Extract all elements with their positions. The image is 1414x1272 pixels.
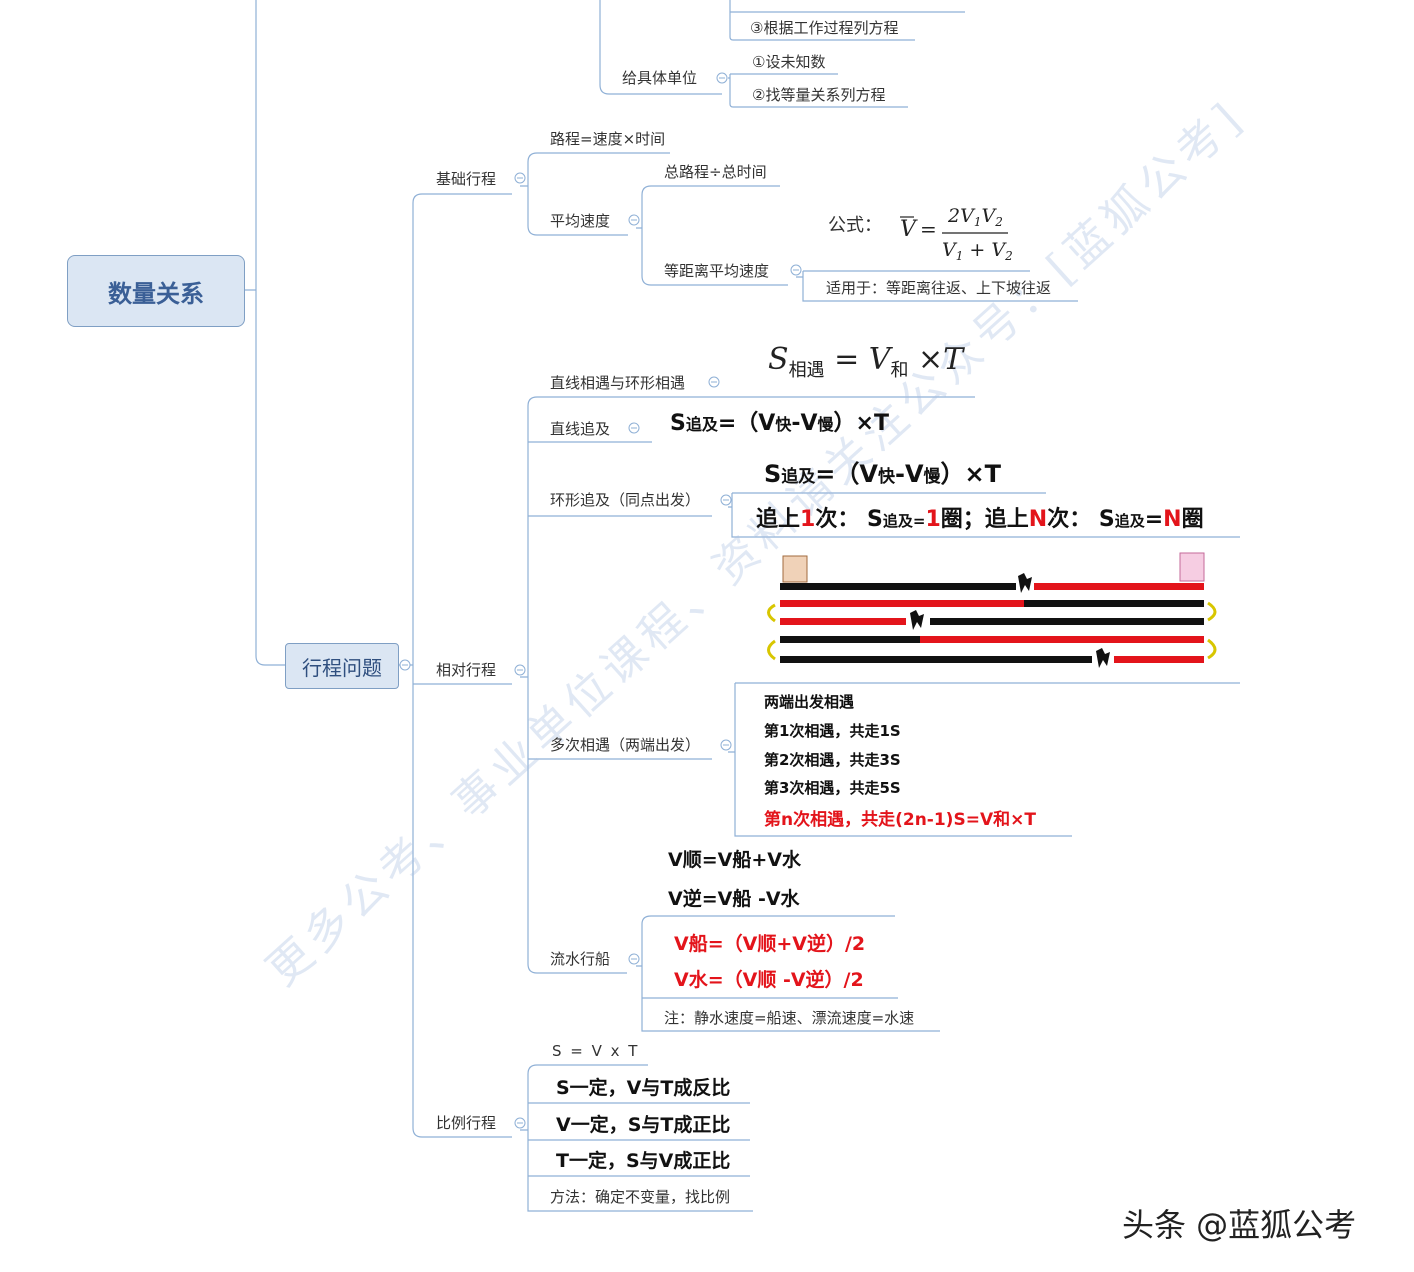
meet-formula: S相遇 = V和 ×T	[768, 342, 964, 381]
travel-node[interactable]: 行程问题	[285, 643, 399, 689]
stream-line: V逆=V船 -V水	[668, 888, 800, 910]
given-unit-node[interactable]: 给具体单位	[622, 69, 698, 87]
relative-node[interactable]: 相对行程	[436, 661, 497, 679]
chase-node[interactable]: 直线追及	[550, 420, 611, 438]
brand-label: 头条 @蓝狐公考	[1122, 1206, 1357, 1244]
multi-line: 第2次相遇，共走3S	[764, 751, 901, 769]
stream-line: V顺=V船+V水	[668, 849, 801, 871]
distance-node[interactable]: 路程=速度×时间	[550, 130, 666, 148]
stream-node[interactable]: 流水行船	[550, 950, 611, 968]
avg-total-node[interactable]: 总路程÷总时间	[664, 163, 767, 181]
formula-prefix: 公式：	[828, 215, 882, 236]
basic-node[interactable]: 基础行程	[436, 170, 497, 188]
equal-dist-node[interactable]: 等距离平均速度	[664, 262, 770, 280]
svg-text:=: =	[920, 217, 937, 241]
stream-red-line: V水=（V顺 -V逆）/2	[674, 969, 864, 991]
multi-line: 两端出发相遇	[764, 693, 855, 711]
stream-red-line: V船=（V顺+V逆）/2	[674, 933, 866, 955]
avg-speed-node[interactable]: 平均速度	[550, 212, 611, 230]
step3-node[interactable]: ③根据工作过程列方程	[750, 19, 899, 37]
meet-node[interactable]: 直线相遇与环形相遇	[550, 374, 686, 392]
ring-formula: S追及=（V快-V慢）×T	[764, 460, 1002, 488]
chase-formula: S追及=（V快-V慢）×T	[670, 411, 889, 436]
root-node[interactable]: 数量关系	[67, 255, 245, 327]
multi-node[interactable]: 多次相遇（两端出发）	[550, 736, 701, 754]
g1-node[interactable]: ①设未知数	[752, 53, 826, 71]
ratio-line: S一定，V与T成反比	[556, 1077, 731, 1099]
ratio-line: V一定，S与T成正比	[556, 1114, 731, 1136]
ring-node[interactable]: 环形追及（同点出发）	[550, 491, 701, 509]
applies-node[interactable]: 适用于：等距离往返、上下坡往返	[826, 279, 1052, 297]
method-node[interactable]: 方法：确定不变量，找比例	[550, 1188, 731, 1206]
svt-node[interactable]: S = V x T	[552, 1042, 640, 1060]
svg-text:2V1V2: 2V1V2	[947, 205, 1003, 229]
svg-text:V1 + V2: V1 + V2	[942, 239, 1013, 263]
multi-red-line: 第n次相遇，共走(2n-1)S=V和×T	[764, 810, 1036, 830]
multi-line: 第3次相遇，共走5S	[764, 779, 901, 797]
multi-line: 第1次相遇，共走1S	[764, 722, 901, 740]
track-illustration	[767, 552, 1217, 668]
ring-line2: 追上1次： S追及=1圈；追上N次： S追及=N圈	[756, 507, 1204, 532]
stream-note[interactable]: 注：静水速度=船速、漂流速度=水速	[664, 1009, 915, 1027]
svg-text:V: V	[900, 217, 918, 242]
g2-node[interactable]: ②找等量关系列方程	[752, 86, 886, 104]
ratio-node[interactable]: 比例行程	[436, 1114, 497, 1132]
avg-speed-formula: V = 2V1V2 V1 + V2	[900, 205, 1013, 263]
ratio-line: T一定，S与V成正比	[556, 1150, 731, 1172]
